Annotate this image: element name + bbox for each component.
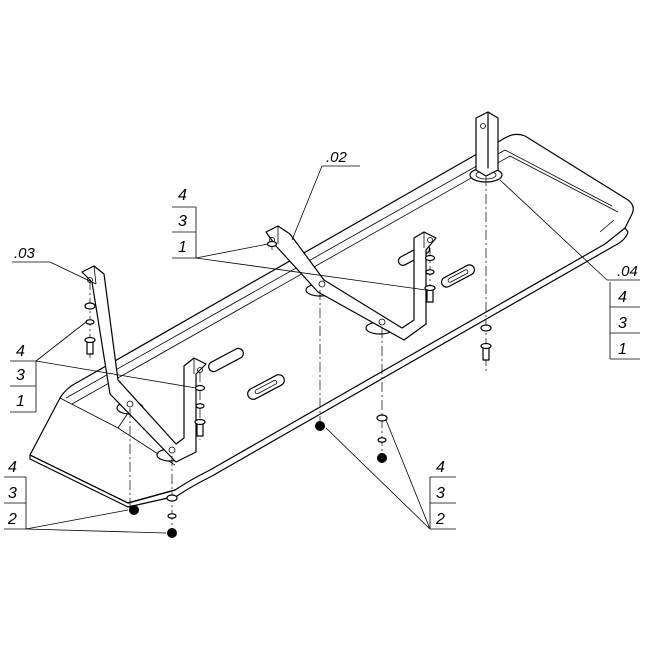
label-stack-right: 4 3 1: [609, 282, 640, 360]
washer: [194, 384, 206, 392]
bracket-02: [265, 225, 437, 341]
washer: [195, 403, 205, 409]
stack-middle-1: 1: [178, 239, 187, 256]
stack-bl-2: 2: [7, 511, 17, 528]
label-stack-bottom-left: 4 3 2: [4, 459, 167, 534]
washer: [480, 324, 492, 332]
label-stack-middle: 4 3 1: [172, 187, 427, 291]
washer: [85, 319, 95, 325]
bracket-04: [475, 111, 499, 177]
stack-right-3: 3: [618, 315, 627, 332]
washer: [166, 494, 178, 502]
slot-hole: [440, 264, 476, 288]
callout-03: .03: [14, 245, 36, 262]
washer: [377, 437, 387, 443]
stack-left-1: 1: [16, 393, 25, 410]
slot-hole: [247, 374, 285, 400]
stack-middle-3: 3: [178, 213, 187, 230]
label-stack-bottom-right: 4 3 2: [325, 419, 456, 530]
stack-br-4: 4: [436, 459, 445, 476]
nut: [129, 505, 139, 515]
washer: [424, 254, 436, 262]
callouts: .02 .03 .04 4 3 1 4 3 1: [4, 149, 640, 534]
slot-hole: [208, 347, 244, 373]
bolt: [194, 418, 206, 437]
stack-right-4: 4: [618, 289, 627, 306]
stack-br-3: 3: [436, 485, 445, 502]
nut: [377, 453, 387, 463]
stack-left-4: 4: [16, 343, 25, 360]
washer: [266, 240, 278, 248]
nut: [167, 528, 177, 538]
bolt: [424, 284, 436, 303]
stack-left-3: 3: [16, 367, 25, 384]
stack-middle-4: 4: [178, 187, 187, 204]
washer: [376, 414, 388, 422]
bracket-03: [81, 265, 207, 463]
stack-bl-4: 4: [8, 459, 17, 476]
stack-right-1: 1: [618, 341, 627, 358]
washer: [84, 302, 96, 310]
callout-04: .04: [617, 263, 638, 280]
callout-02: .02: [326, 149, 348, 166]
bolt: [480, 342, 492, 361]
washer: [167, 513, 177, 519]
bolt: [84, 336, 96, 355]
stack-bl-3: 3: [8, 485, 17, 502]
skid-plate: [29, 133, 634, 508]
nut: [315, 421, 325, 431]
washer: [425, 269, 435, 275]
label-stack-left: 4 3 1: [10, 321, 197, 413]
fasteners: [84, 240, 492, 538]
stack-br-2: 2: [435, 511, 445, 528]
